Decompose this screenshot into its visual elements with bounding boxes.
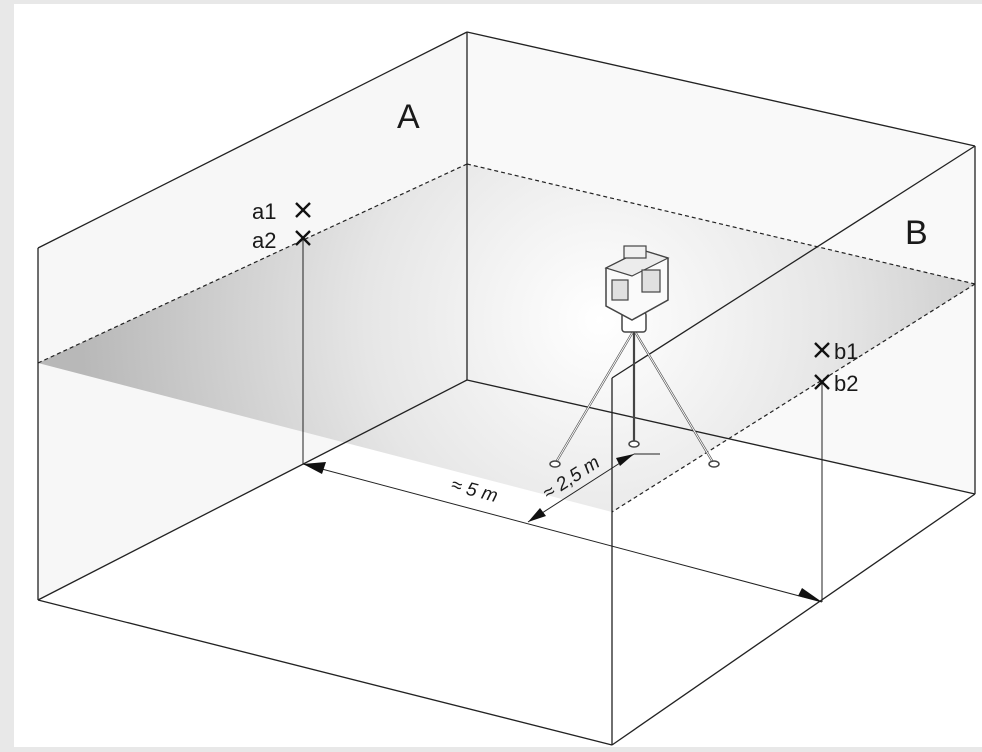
distance-line-5m bbox=[302, 463, 823, 603]
arrowhead-icon bbox=[798, 588, 822, 602]
tripod-laser-level-icon bbox=[549, 245, 720, 468]
distance-line-2-5m bbox=[527, 453, 635, 523]
cross-mark-icon bbox=[295, 202, 311, 218]
cross-mark-icon bbox=[814, 342, 830, 358]
wall-b-top-edge bbox=[611, 145, 976, 379]
laser-line-wall-b bbox=[611, 283, 976, 513]
mark-b1-label: b1 bbox=[834, 339, 858, 364]
laser-line-wall-a bbox=[37, 163, 468, 364]
mark-a2-label: a2 bbox=[252, 228, 276, 253]
laser-line-back bbox=[466, 163, 976, 285]
arrowhead-icon bbox=[616, 454, 634, 466]
wall-a-label: A bbox=[397, 98, 420, 136]
edge-back-left-top bbox=[37, 31, 468, 249]
wall-b-bottom-edge bbox=[611, 493, 976, 746]
cross-mark-icon bbox=[295, 230, 311, 246]
wall-b-label: B bbox=[905, 214, 928, 252]
arrowhead-icon bbox=[303, 462, 326, 474]
edge-floor-left bbox=[37, 379, 468, 601]
mark-b2-label: b2 bbox=[834, 371, 858, 396]
edge-floor-right bbox=[466, 379, 976, 495]
arrowhead-icon bbox=[528, 508, 546, 522]
laser-plane bbox=[38, 164, 975, 512]
mark-a1-label: a1 bbox=[252, 199, 276, 224]
cross-mark-icon bbox=[814, 374, 830, 390]
edge-floor-front bbox=[37, 599, 613, 746]
edge-back-right-top bbox=[466, 31, 976, 147]
